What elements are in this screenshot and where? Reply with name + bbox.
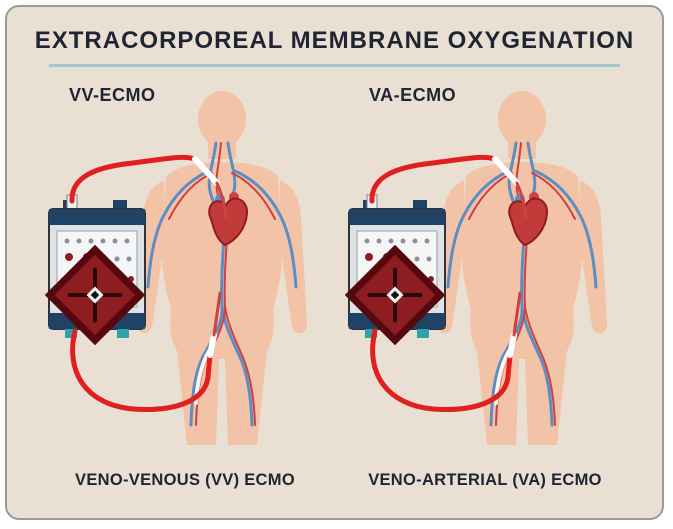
panel-vv-caption: VENO-VENOUS (VV) ECMO xyxy=(75,471,295,489)
title-divider xyxy=(49,64,620,67)
panel-va-ecmo: VA-ECMO VENO-ARTERIAL (VA) ECMO xyxy=(335,69,635,490)
vv-ecmo-illustration xyxy=(35,69,335,461)
va-ecmo-illustration xyxy=(335,69,635,461)
panel-vv-label: VV-ECMO xyxy=(69,85,156,105)
panel-vv-ecmo: VV-ECMO VENO-VENOUS (VV) ECMO xyxy=(35,69,335,490)
panel-va-caption: VENO-ARTERIAL (VA) ECMO xyxy=(368,471,602,489)
infographic-frame: EXTRACORPOREAL MEMBRANE OXYGENATION VV-E… xyxy=(5,5,664,520)
page-title: EXTRACORPOREAL MEMBRANE OXYGENATION xyxy=(34,27,635,54)
panel-va-label: VA-ECMO xyxy=(369,85,457,105)
panels-row: VV-ECMO VENO-VENOUS (VV) ECMO VA-ECMO VE… xyxy=(7,69,662,490)
